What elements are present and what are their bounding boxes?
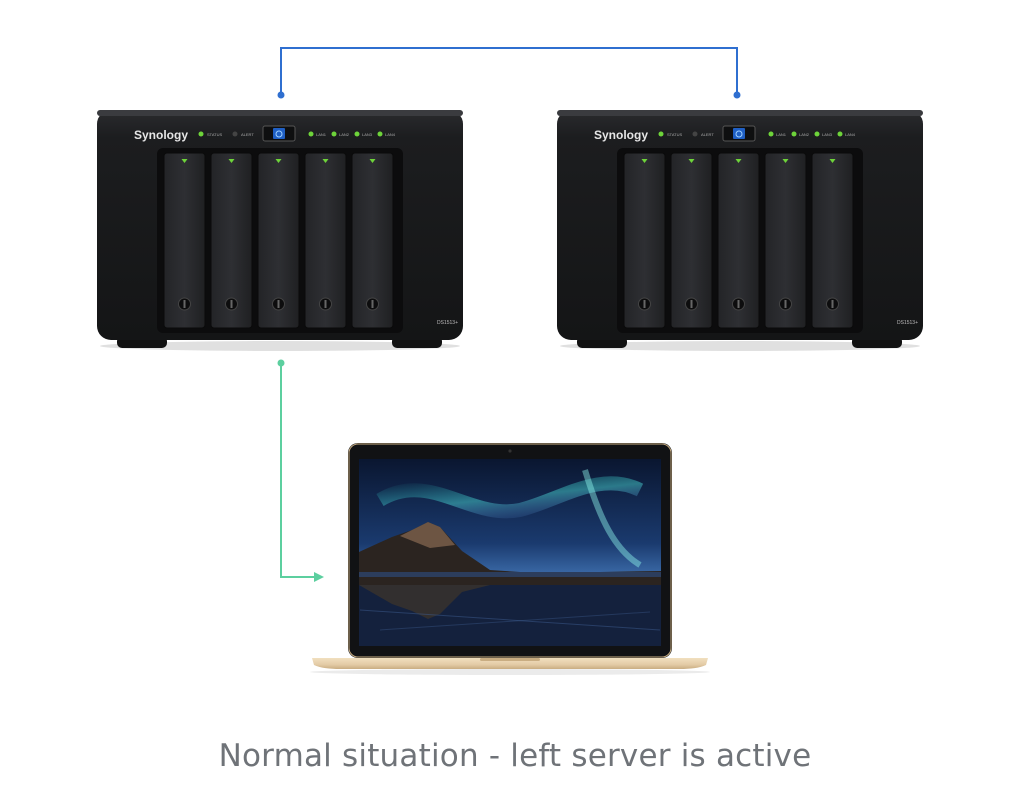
heartbeat-endpoint-left bbox=[277, 91, 285, 99]
heartbeat-endpoint-right bbox=[733, 91, 741, 99]
drive-led bbox=[369, 159, 376, 163]
drive-led bbox=[829, 159, 836, 163]
drive-bay[interactable] bbox=[210, 152, 253, 329]
alert-led bbox=[692, 131, 698, 137]
drive-bay[interactable] bbox=[623, 152, 666, 329]
power-icon bbox=[273, 128, 285, 139]
drive-led bbox=[181, 159, 188, 163]
drive-led bbox=[782, 159, 789, 163]
status-led bbox=[198, 131, 204, 137]
model-label: DS1513+ bbox=[897, 320, 918, 326]
drive-led bbox=[322, 159, 329, 163]
server-left: Synology STATUS ALERT LAN1 LAN2 LAN3 LAN… bbox=[97, 110, 463, 351]
drive-bay[interactable] bbox=[670, 152, 713, 329]
drive-bay[interactable] bbox=[257, 152, 300, 329]
drive-bay[interactable] bbox=[717, 152, 760, 329]
drive-bay[interactable] bbox=[163, 152, 206, 329]
drive-bay[interactable] bbox=[304, 152, 347, 329]
alert-label: ALERT bbox=[241, 132, 254, 137]
power-icon bbox=[733, 128, 745, 139]
laptop bbox=[310, 443, 710, 675]
diagram-caption: Normal situation - left server is active bbox=[218, 738, 812, 774]
status-label: STATUS bbox=[667, 132, 683, 137]
drive-led bbox=[735, 159, 742, 163]
lan-label: LAN3 bbox=[822, 132, 833, 137]
alert-label: ALERT bbox=[701, 132, 714, 137]
lan-label: LAN2 bbox=[339, 132, 350, 137]
drive-led bbox=[688, 159, 695, 163]
drive-bay[interactable] bbox=[764, 152, 807, 329]
lan-indicators: LAN1 LAN2 LAN3 LAN4 bbox=[308, 131, 396, 137]
drive-led bbox=[228, 159, 235, 163]
brand-logo: Synology bbox=[594, 128, 648, 142]
brand-logo: Synology bbox=[134, 128, 188, 142]
laptop-notch bbox=[480, 658, 540, 661]
alert-led bbox=[232, 131, 238, 137]
camera-icon bbox=[508, 449, 512, 453]
client-line bbox=[280, 363, 324, 582]
status-label: STATUS bbox=[207, 132, 223, 137]
status-led bbox=[658, 131, 664, 137]
lan-label: LAN4 bbox=[845, 132, 856, 137]
model-label: DS1513+ bbox=[437, 320, 458, 326]
lan-label: LAN4 bbox=[385, 132, 396, 137]
laptop-base bbox=[312, 658, 708, 669]
lan-label: LAN3 bbox=[362, 132, 373, 137]
heartbeat-link bbox=[277, 47, 741, 99]
drive-led bbox=[641, 159, 648, 163]
drive-led bbox=[275, 159, 282, 163]
drive-bay[interactable] bbox=[811, 152, 854, 329]
lan-label: LAN1 bbox=[316, 132, 327, 137]
server-right: Synology STATUS ALERT LAN1 LAN2 LAN3 LAN… bbox=[557, 110, 923, 351]
lan-indicators: LAN1 LAN2 LAN3 LAN4 bbox=[768, 131, 856, 137]
drive-bay[interactable] bbox=[351, 152, 394, 329]
client-link bbox=[277, 359, 324, 582]
client-endpoint bbox=[277, 359, 285, 367]
lan-label: LAN1 bbox=[776, 132, 787, 137]
laptop-screen bbox=[359, 459, 661, 646]
lan-label: LAN2 bbox=[799, 132, 810, 137]
heartbeat-line bbox=[280, 47, 738, 95]
